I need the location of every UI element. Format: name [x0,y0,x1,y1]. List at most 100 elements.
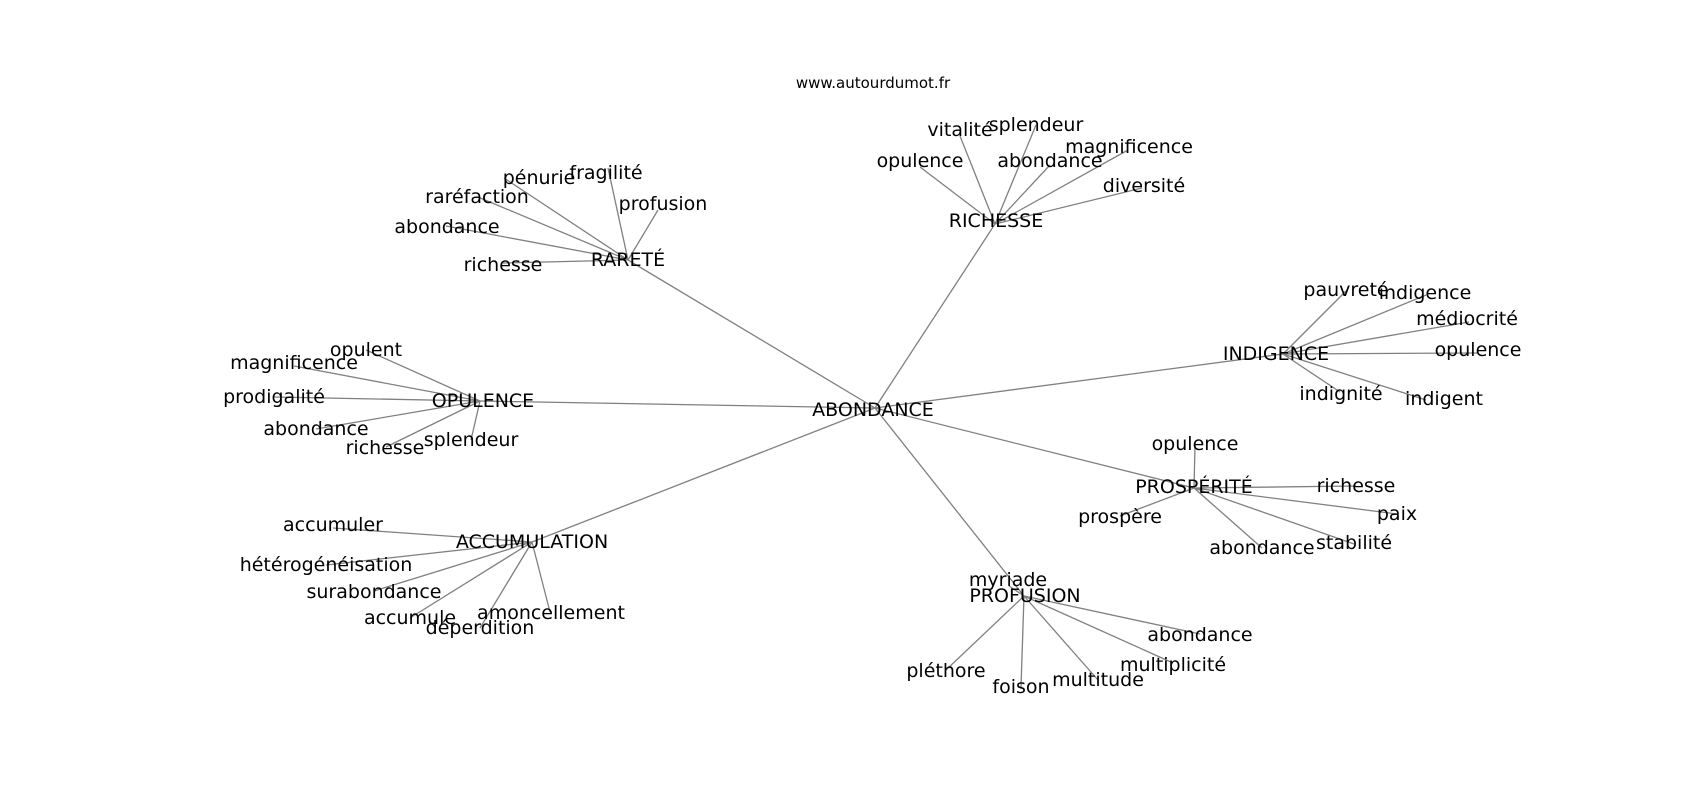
edge-prosperite-3 [1193,487,1398,515]
leaf-prosperite-2[interactable]: prospère [1078,506,1162,528]
edge-rarete-5 [502,259,629,264]
edge-center-indigence [874,353,1284,409]
leaf-opulence-3[interactable]: abondance [263,418,368,440]
edge-profusion-1 [1023,595,1201,635]
edge-richesse-3 [919,166,996,225]
leaf-profusion-3[interactable]: pléthore [906,660,985,682]
edge-indigence-5 [1282,353,1427,401]
leaf-prosperite-0[interactable]: opulence [1152,433,1239,455]
leaf-opulence-2[interactable]: prodigalité [223,386,325,408]
center-word[interactable]: ABONDANCE [812,399,934,421]
hub-profusion[interactable]: PROFUSION [969,585,1080,607]
leaf-accumulation-0[interactable]: accumuler [283,514,383,536]
leaf-profusion-0[interactable]: myriade [969,569,1047,591]
edge-indigence-2 [1282,321,1470,355]
edge-opulence-2 [273,396,481,402]
leaf-richesse-3[interactable]: opulence [877,150,964,172]
leaf-richesse-0[interactable]: vitalité [927,119,992,141]
edge-richesse-5 [994,187,1143,225]
edge-richesse-2 [994,149,1129,225]
edge-profusion-0 [1008,585,1025,597]
edge-accumulation-0 [332,527,533,543]
edge-center-prosperite [874,407,1195,489]
edge-profusion-4 [1020,595,1025,688]
leaf-prosperite-1[interactable]: richesse [1317,475,1396,497]
leaf-accumulation-2[interactable]: surabondance [306,581,441,603]
site-url: www.autourdumot.fr [796,74,951,92]
edge-richesse-1 [994,124,1037,225]
leaf-indigence-0[interactable]: pauvreté [1303,279,1388,301]
leaf-indigence-1[interactable]: indigence [1379,282,1472,304]
edge-rarete-1 [607,167,629,261]
edge-accumulation-3 [409,541,533,619]
edge-opulence-4 [385,400,481,448]
leaf-richesse-4[interactable]: abondance [997,150,1102,172]
hub-accumulation[interactable]: ACCUMULATION [456,531,608,553]
edge-center-richesse [874,223,996,409]
leaf-rarete-4[interactable]: abondance [394,216,499,238]
edge-rarete-2 [477,196,629,261]
leaf-richesse-2[interactable]: magnificence [1065,136,1193,158]
hub-prosperite[interactable]: PROSPÉRITÉ [1135,475,1253,498]
leaf-opulence-5[interactable]: splendeur [424,429,519,451]
leaf-richesse-1[interactable]: splendeur [989,114,1084,136]
leaf-profusion-4[interactable]: foison [992,676,1049,698]
leaf-indigence-3[interactable]: opulence [1435,339,1522,361]
edge-prosperite-2 [1119,487,1195,517]
edge-profusion-2 [1023,595,1174,664]
leaf-indigence-2[interactable]: médiocrité [1416,308,1518,330]
leaf-richesse-5[interactable]: diversité [1103,175,1185,197]
leaf-indigence-5[interactable]: indigent [1405,388,1483,410]
edge-center-accumulation [531,407,876,543]
labels-layer: www.autourdumot.fr ABONDANCE RARETÉ pénur… [223,74,1521,698]
edge-profusion-3 [945,595,1025,671]
leaf-opulence-4[interactable]: richesse [346,437,425,459]
edge-rarete-0 [503,177,629,261]
edge-prosperite-5 [1193,487,1355,545]
edge-accumulation-5 [479,541,533,629]
edge-profusion-5 [1023,595,1099,681]
hub-indigence[interactable]: INDIGENCE [1223,343,1329,365]
edge-indigence-3 [1282,352,1478,355]
edge-rarete-4 [445,225,629,261]
leaf-accumulation-1[interactable]: hétérogénéisation [240,554,413,576]
leaf-prosperite-4[interactable]: abondance [1209,537,1314,559]
edge-indigence-4 [1282,353,1341,393]
leaf-rarete-2[interactable]: raréfaction [425,186,529,208]
leaf-opulence-1[interactable]: magnificence [230,352,358,374]
edge-opulence-5 [470,400,481,441]
hub-rarete[interactable]: RARETÉ [591,248,665,271]
leaf-rarete-3[interactable]: profusion [619,193,708,215]
leaf-profusion-5[interactable]: multitude [1052,669,1144,691]
edge-opulence-0 [365,349,481,402]
edges-layer [273,124,1478,688]
leaf-prosperite-5[interactable]: stabilité [1316,532,1392,554]
leaf-opulence-0[interactable]: opulent [330,339,402,361]
edge-indigence-1 [1282,294,1427,355]
edge-prosperite-4 [1193,487,1263,549]
leaf-indigence-4[interactable]: indignité [1299,383,1382,405]
leaf-accumulation-5[interactable]: déperdition [426,617,535,639]
edge-accumulation-2 [373,541,533,592]
leaf-accumulation-3[interactable]: accumule [364,607,456,629]
hub-richesse[interactable]: RICHESSE [949,210,1044,232]
edge-rarete-3 [627,209,659,261]
edge-opulence-1 [293,365,481,402]
edge-accumulation-4 [531,541,551,613]
edge-accumulation-1 [325,541,533,566]
edge-indigence-0 [1282,290,1347,355]
leaf-profusion-2[interactable]: multiplicité [1120,654,1226,676]
edge-richesse-4 [994,164,1051,225]
edge-center-rarete [627,259,876,409]
hub-opulence[interactable]: OPULENCE [432,390,534,412]
edge-opulence-3 [315,400,481,430]
edge-prosperite-1 [1193,485,1357,489]
leaf-rarete-1[interactable]: fragilité [569,162,642,184]
leaf-rarete-5[interactable]: richesse [464,254,543,276]
leaf-prosperite-3[interactable]: paix [1377,503,1417,525]
leaf-profusion-1[interactable]: abondance [1147,624,1252,646]
leaf-accumulation-4[interactable]: amoncellement [477,602,625,624]
leaf-rarete-0[interactable]: pénurie [503,167,576,189]
edge-center-profusion [874,407,1025,597]
